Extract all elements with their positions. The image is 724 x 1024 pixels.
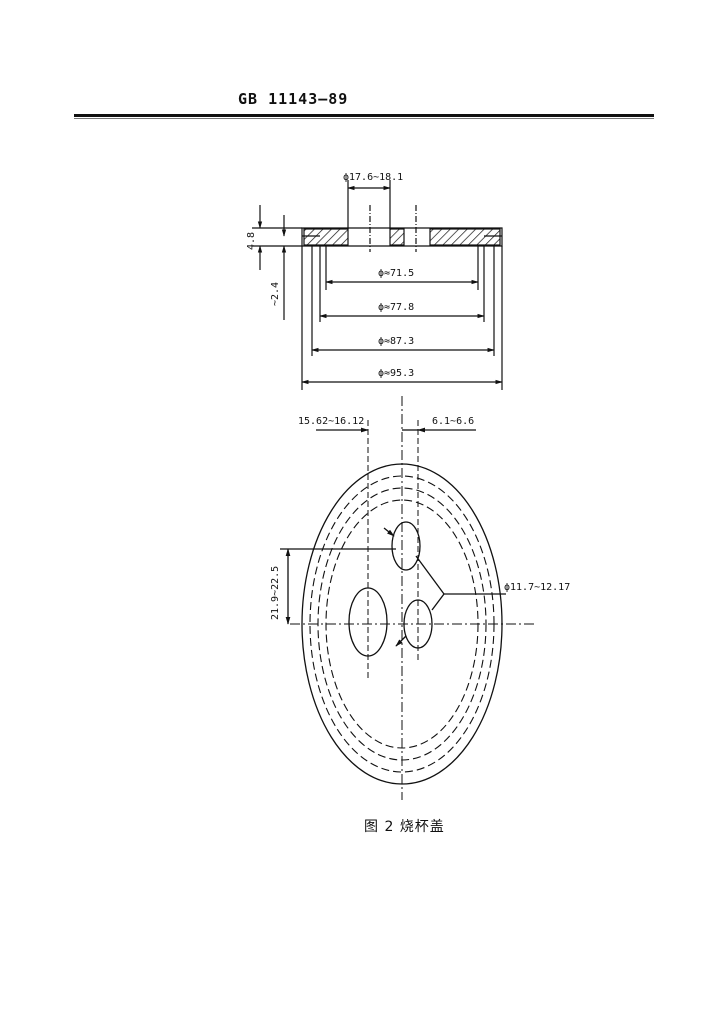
- vertical-spacing-label: 21.9~22.5: [270, 566, 281, 620]
- dia-4-label: ϕ≈95.3: [378, 368, 414, 379]
- top-view: [280, 396, 536, 800]
- offset-right-label: 6.1~6.6: [432, 416, 474, 427]
- page-header: GB 11143—89: [238, 90, 349, 108]
- header-rule: [74, 114, 654, 117]
- dia-2-label: ϕ≈77.8: [378, 302, 414, 313]
- thickness-label: 4.8: [246, 232, 257, 250]
- hole-diameter-label: ϕ17.6~18.1: [343, 172, 403, 183]
- small-hole-diameter-label: ϕ11.7~12.17: [504, 582, 570, 593]
- figure-caption: 图 2 烧杯盖: [364, 819, 445, 835]
- step-depth-label: ~2.4: [270, 282, 281, 306]
- offset-left-label: 15.62~16.12: [298, 416, 364, 427]
- header-rule-thin: [74, 118, 654, 119]
- section-view: [252, 180, 503, 390]
- dia-3-label: ϕ≈87.3: [378, 336, 414, 347]
- dia-1-label: ϕ≈71.5: [378, 268, 414, 279]
